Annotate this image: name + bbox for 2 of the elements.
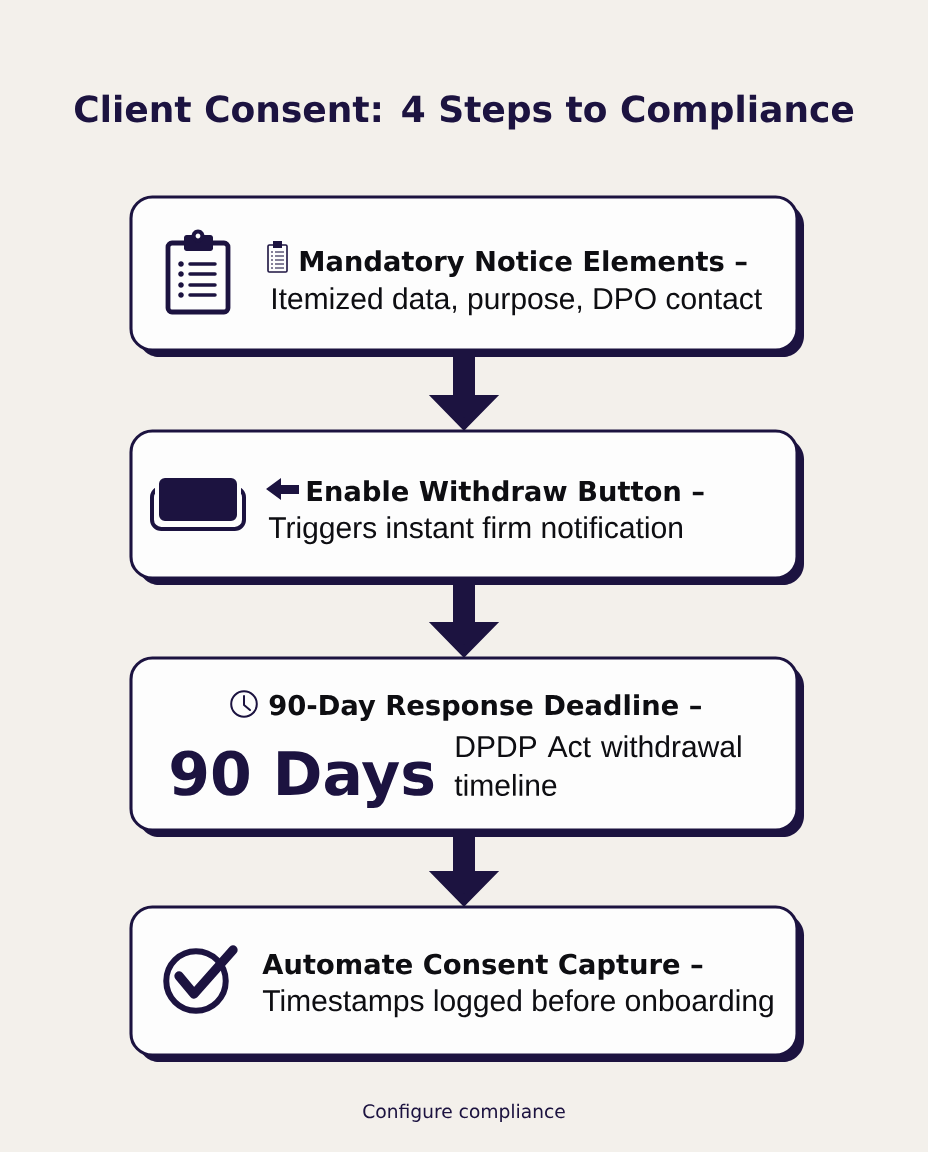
footer-note: Configure compliance — [363, 1103, 565, 1122]
title: Client Consent: 4 Steps to Compliance — [75, 94, 854, 130]
